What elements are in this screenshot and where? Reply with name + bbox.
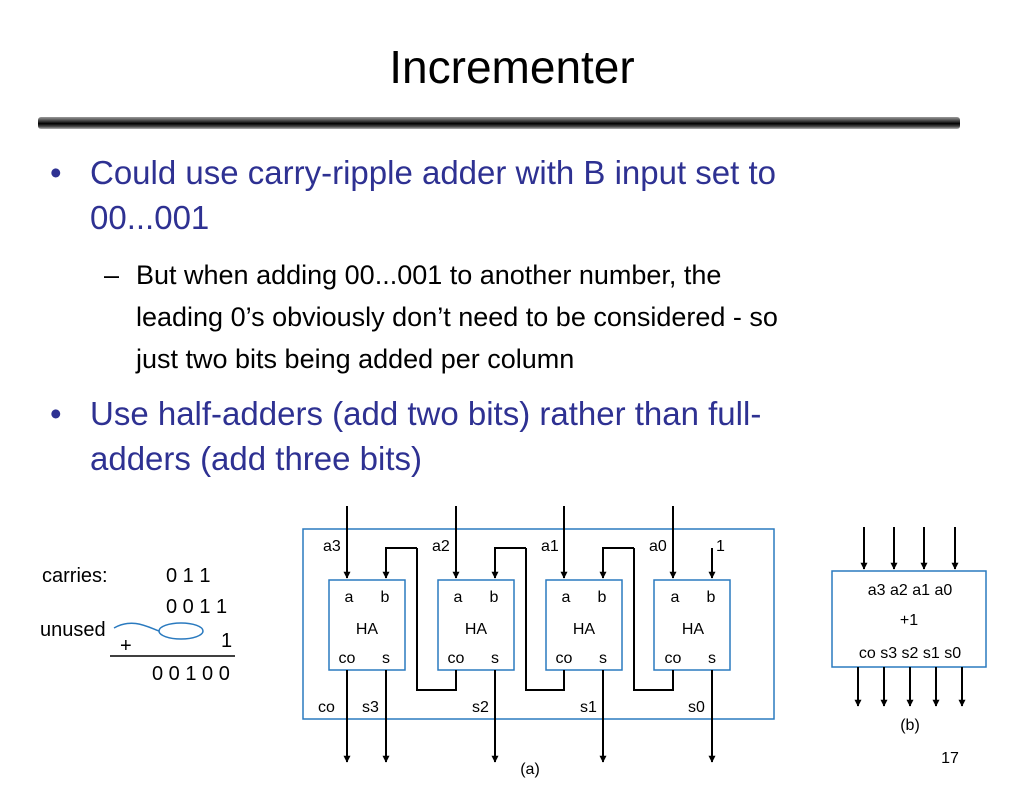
ha0-port-b: b: [707, 589, 716, 606]
input-label-a0: a0: [649, 538, 667, 555]
ha0-name: HA: [682, 621, 705, 638]
input-label-a2: a2: [432, 538, 450, 555]
sub-bullet-line-1: But when adding 00...001 to another numb…: [136, 260, 722, 290]
ha1-port-b: b: [598, 589, 607, 606]
addition-example: carries: 0 1 1 0 0 1 1 unused + 1 0 0 1 …: [40, 565, 235, 685]
plus-sign: +: [120, 635, 132, 657]
incrementer-boundary: [302, 528, 775, 720]
half-adder-0: [653, 579, 731, 671]
ha1-port-a: a: [562, 589, 571, 606]
caption-a: (a): [520, 761, 540, 778]
bullet-marker: •: [50, 395, 62, 432]
sub-bullet-marker: –: [104, 260, 120, 290]
input-label-a3: a3: [323, 538, 341, 555]
ha1-port-s: s: [599, 650, 607, 667]
half-adder-3: [328, 579, 406, 671]
bullet-1-line-1: Could use carry-ripple adder with B inpu…: [90, 154, 777, 191]
slide-title: Incrementer: [389, 41, 635, 93]
bullet-2-line-2: adders (add three bits): [90, 440, 423, 477]
ha0-port-a: a: [671, 589, 680, 606]
block-outputs-label: co s3 s2 s1 s0: [859, 645, 961, 662]
bullet-1-line-2: 00...001: [90, 199, 210, 236]
ha3-name: HA: [356, 621, 379, 638]
ha0-port-co: co: [665, 650, 682, 667]
half-adder-2: [437, 579, 515, 671]
output-label-co: co: [318, 699, 335, 716]
page-number: 17: [941, 750, 959, 767]
output-label-s1: s1: [580, 699, 597, 716]
output-label-s3: s3: [362, 699, 379, 716]
input-label-a1: a1: [541, 538, 559, 555]
ha1-name: HA: [573, 621, 596, 638]
diagram-b: a3 a2 a1 a0 +1 co s3 s2 s1 s0 (b): [831, 527, 987, 734]
block-op-label: +1: [900, 612, 918, 629]
ha3-port-b: b: [381, 589, 390, 606]
result-bits: 0 0 1 0 0: [152, 663, 230, 685]
half-adder-1: [545, 579, 623, 671]
unused-pointer: [113, 622, 160, 632]
sub-bullet-line-3: just two bits being added per column: [136, 344, 575, 374]
output-label-s0: s0: [688, 699, 705, 716]
ha2-port-co: co: [448, 650, 465, 667]
ha3-port-s: s: [382, 650, 390, 667]
ha2-port-s: s: [491, 650, 499, 667]
ha3-port-a: a: [345, 589, 354, 606]
ha2-port-a: a: [454, 589, 463, 606]
sub-bullet-line-2: leading 0’s obviously don’t need to be c…: [136, 302, 778, 332]
ha1-port-co: co: [556, 650, 573, 667]
unused-carry-circle: [158, 622, 204, 640]
operand-a: 0 0 1 1: [166, 596, 227, 618]
ha0-port-s: s: [708, 650, 716, 667]
bullet-marker: •: [50, 154, 62, 191]
constant-one-label: 1: [716, 538, 725, 555]
carries-bits: 0 1 1: [166, 565, 210, 587]
block-inputs-label: a3 a2 a1 a0: [868, 582, 953, 599]
ha2-port-b: b: [490, 589, 499, 606]
diagram-a: a3 a2 a1 a0 1 a b HA co s a b HA co s a …: [302, 506, 775, 778]
title-divider: [38, 117, 960, 129]
ha3-port-co: co: [339, 650, 356, 667]
operand-b: 1: [221, 630, 232, 652]
carries-label: carries:: [42, 565, 108, 587]
bullet-2-line-1: Use half-adders (add two bits) rather th…: [90, 395, 762, 432]
ha2-name: HA: [465, 621, 488, 638]
caption-b: (b): [900, 717, 920, 734]
output-label-s2: s2: [472, 699, 489, 716]
unused-label: unused: [40, 619, 106, 641]
